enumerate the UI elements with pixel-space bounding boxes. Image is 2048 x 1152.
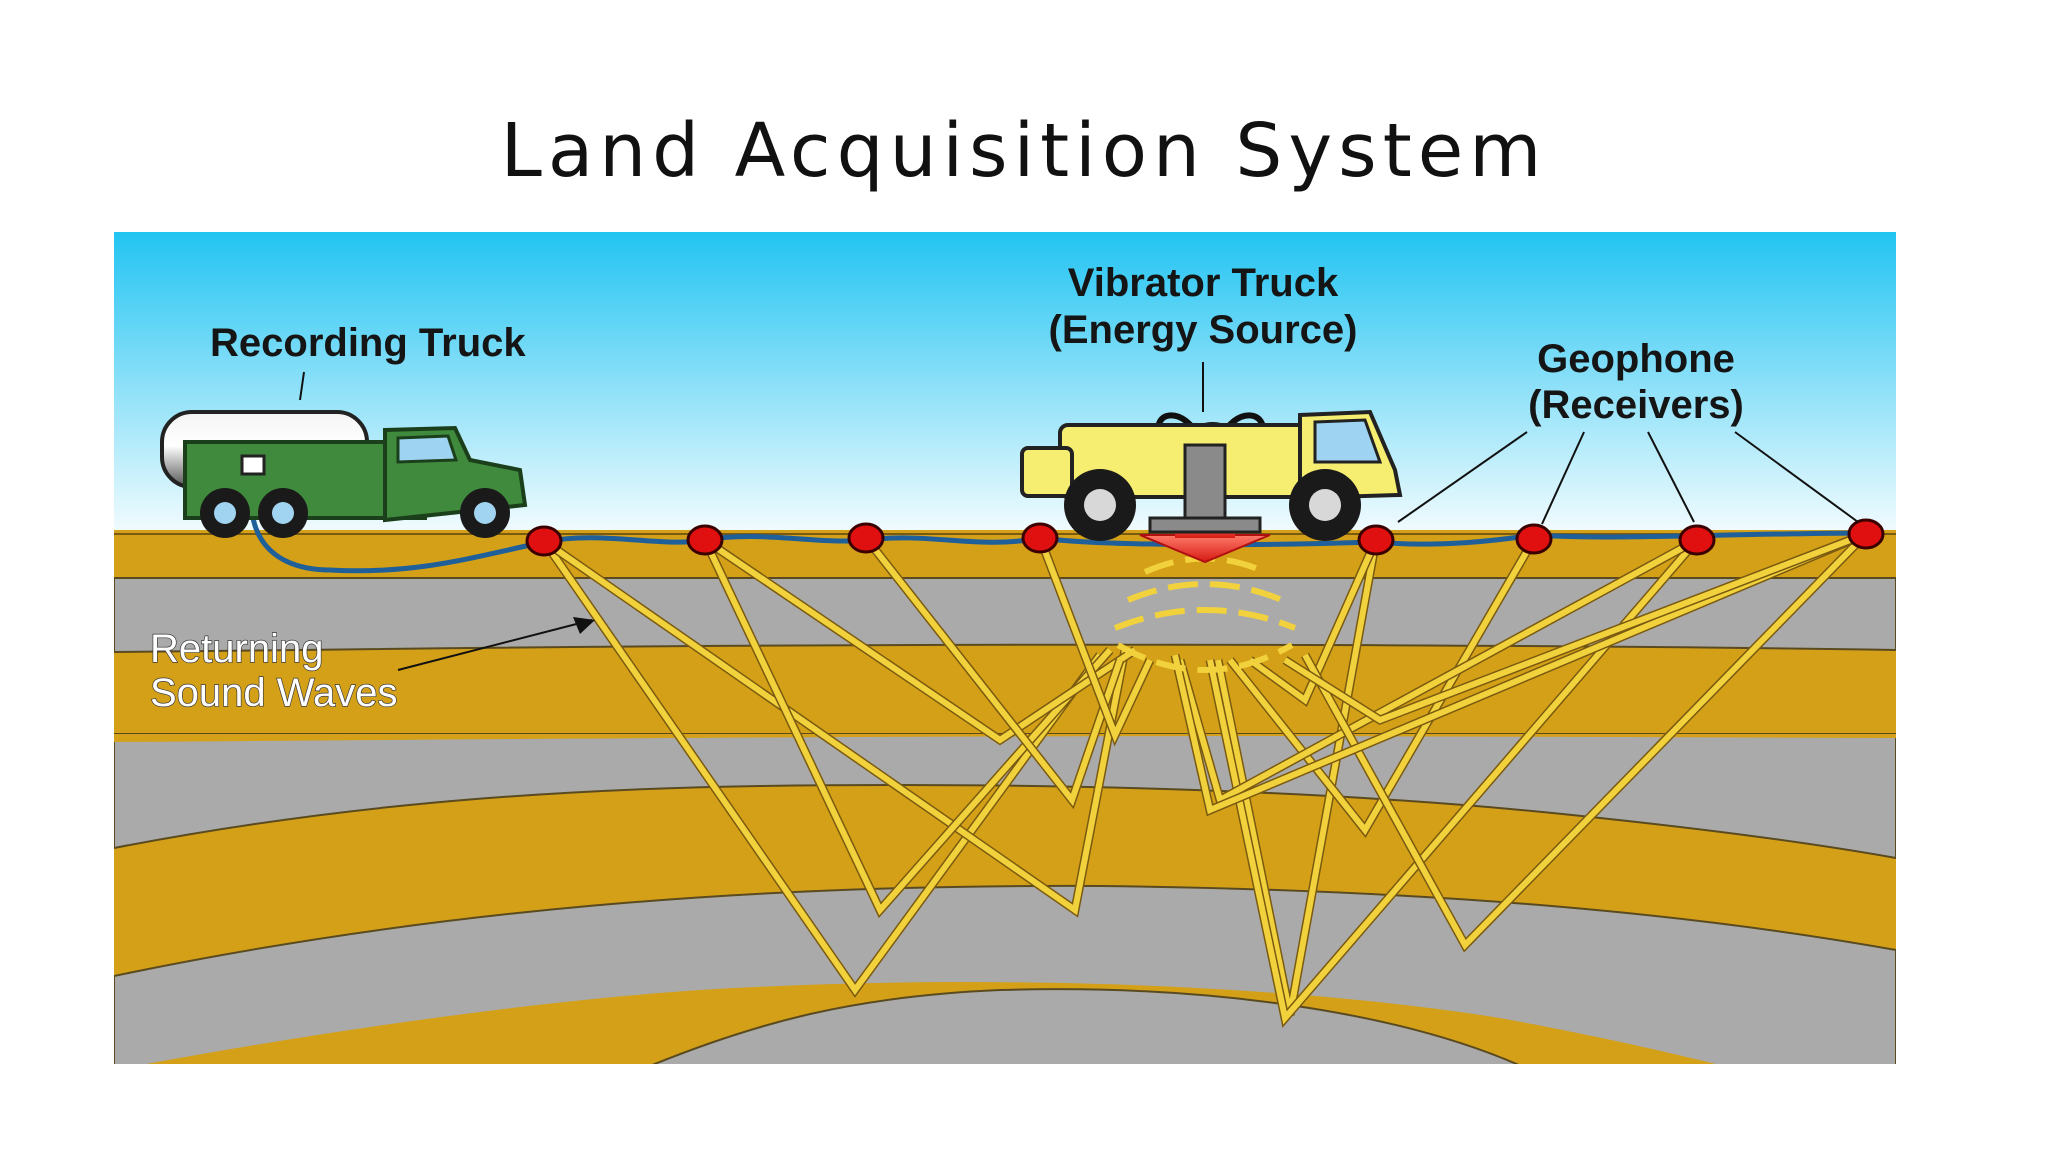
sand-layer-2: [114, 734, 1896, 742]
sound-ray: [1248, 538, 1379, 705]
sound-rays: [540, 529, 1870, 1028]
sound-ray: [1283, 531, 1868, 724]
label-leaders: [299, 362, 1859, 671]
returning-waves-label-line1: Returning: [150, 627, 323, 671]
vibrator-truck-label-line1: Vibrator Truck: [1068, 261, 1339, 305]
geophone-marker: [1357, 524, 1395, 556]
geophone-marker: [847, 522, 885, 554]
vibrator-truck-label-line2: (Energy Source): [1049, 308, 1358, 352]
geophones: [525, 518, 1885, 557]
vibrator-truck: [1020, 409, 1403, 541]
vibrator-cab-window: [1313, 418, 1383, 464]
tank-outlet-icon: [240, 454, 266, 476]
rock-layer-2: [114, 733, 1896, 860]
sound-ray: [1172, 531, 1868, 815]
returning-waves-arrowhead: [573, 617, 595, 634]
sound-ray: [542, 538, 1128, 916]
geophone-marker: [1678, 524, 1716, 556]
returning-waves-label-line2: Sound Waves: [150, 671, 398, 715]
geophone-marker: [1515, 523, 1553, 555]
geophone-marker: [1847, 518, 1885, 550]
front-hood: [1020, 446, 1074, 498]
rock-layer-4: [652, 988, 1519, 1064]
geophone-marker: [686, 524, 724, 556]
geophone-label-line1: Geophone: [1537, 337, 1735, 381]
sound-ray: [1177, 537, 1699, 805]
diagram-title: Land Acquisition System: [500, 108, 1548, 194]
geophone-marker: [1021, 522, 1059, 554]
sound-ray: [541, 539, 1103, 996]
geophone-label-line2: (Receivers): [1528, 383, 1744, 427]
vibrator-plate: [1148, 516, 1262, 534]
cab-window: [396, 434, 459, 464]
recording-truck-label: Recording Truck: [210, 321, 526, 365]
sound-ray: [702, 538, 1113, 916]
sound-ray: [1207, 538, 1700, 1025]
sound-ray: [1037, 536, 1153, 743]
geophone-marker: [525, 525, 563, 557]
recording-truck: [160, 410, 528, 538]
vibrator-baseplate-column: [1183, 443, 1227, 527]
ground-layers: [114, 232, 1896, 1064]
sound-ray: [1227, 537, 1537, 836]
